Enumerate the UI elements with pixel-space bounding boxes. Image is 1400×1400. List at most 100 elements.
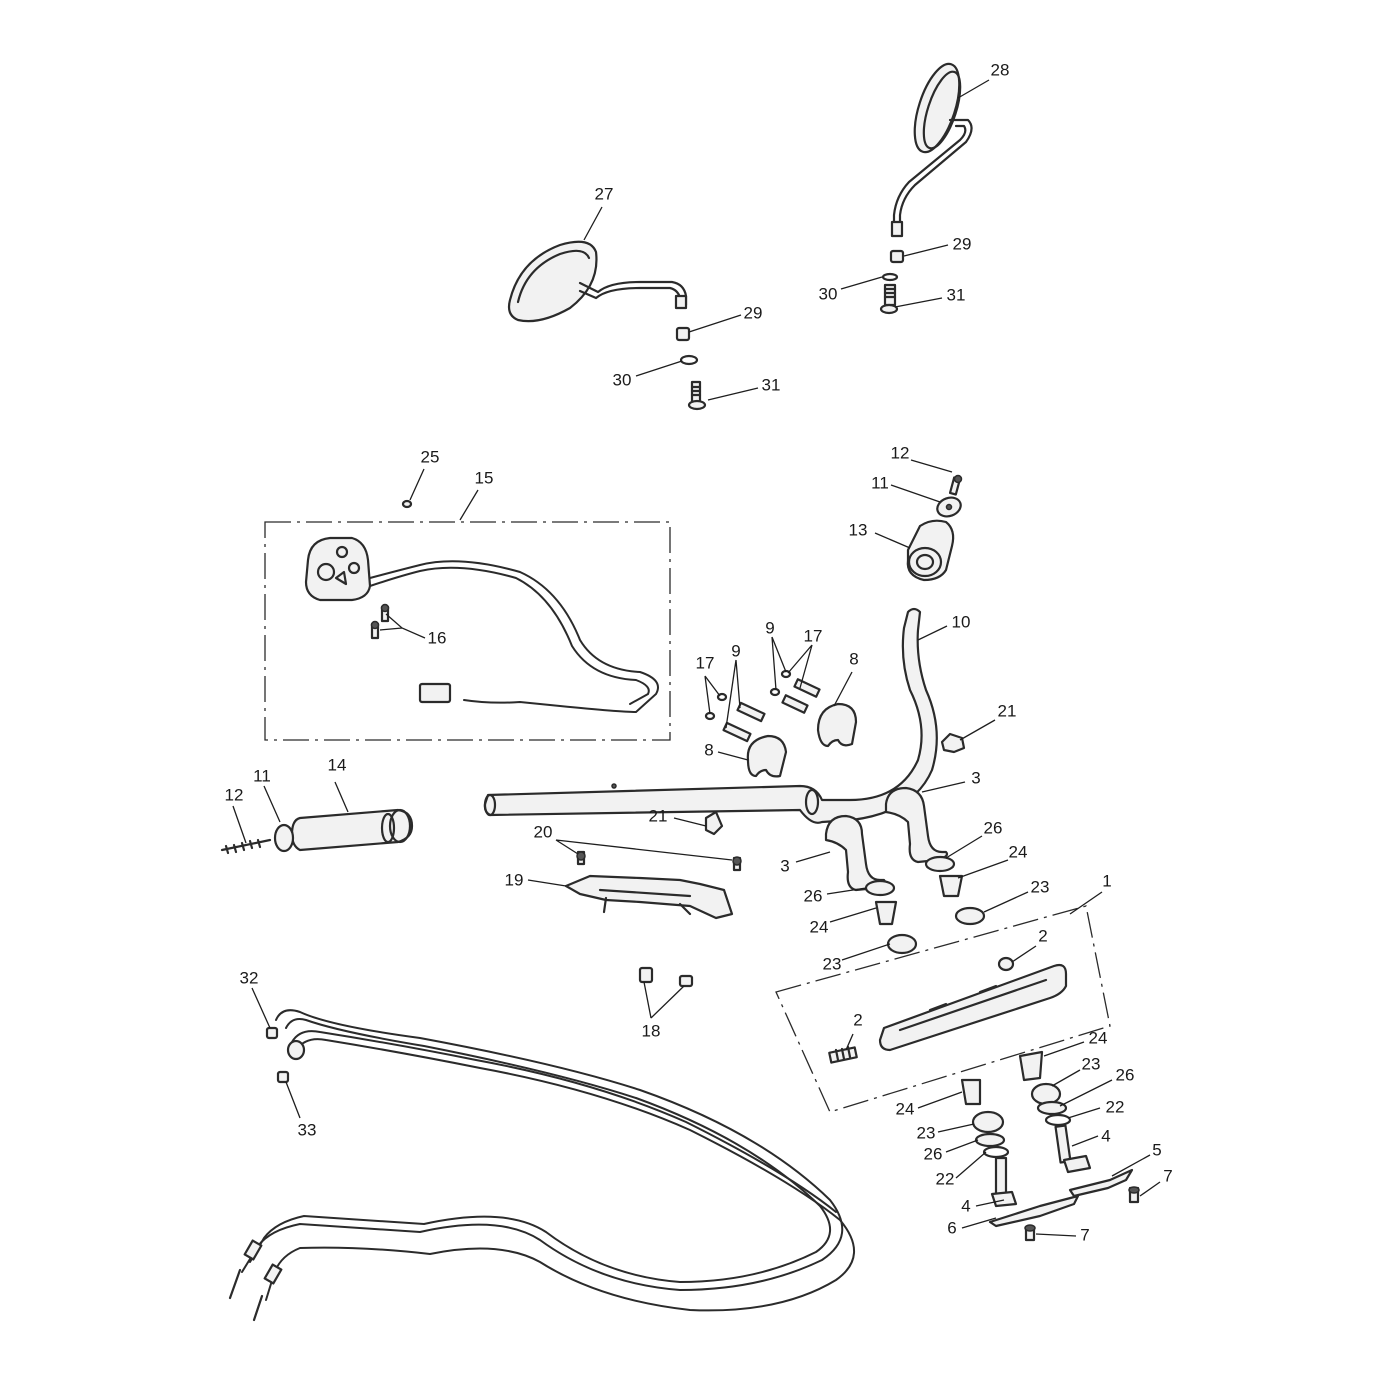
throttle-cables [228, 1009, 856, 1322]
callout-13: 13 [849, 520, 868, 539]
callout-15: 15 [475, 468, 494, 487]
washer-30-left [679, 354, 699, 366]
callout-3-right: 3 [971, 768, 980, 787]
callout-7-left: 7 [1080, 1225, 1089, 1244]
callout-30-left: 30 [613, 370, 632, 389]
callout-12-left: 12 [225, 785, 244, 804]
callout-6: 6 [947, 1218, 956, 1237]
clamp-8-left [746, 734, 788, 778]
clamp-assembly-frame [775, 905, 1111, 1113]
callout-33: 33 [298, 1120, 317, 1139]
clip-18-right [678, 974, 694, 988]
callout-20: 20 [534, 822, 553, 841]
bracket-19 [564, 874, 734, 920]
sleeve-24-upper-right [938, 874, 964, 898]
screw-12-right [948, 474, 963, 496]
callout-labels: 28 27 29 30 31 29 30 31 25 15 16 12 11 1… [225, 60, 1173, 1244]
bolt-31-left [687, 380, 707, 411]
bush-26-lower-right [1036, 1100, 1068, 1116]
callout-27: 27 [595, 184, 614, 203]
ferrule-32 [265, 1026, 279, 1040]
callout-4-right: 4 [1101, 1126, 1110, 1145]
sleeve-24-lower-left [960, 1078, 982, 1106]
bar-end-weight [906, 519, 955, 582]
callout-31-left: 31 [762, 375, 781, 394]
callout-28: 28 [991, 60, 1010, 79]
callout-26-lower-right: 26 [1116, 1065, 1135, 1084]
callout-30-right: 30 [819, 284, 838, 303]
callout-14: 14 [328, 755, 347, 774]
callout-31-right: 31 [947, 285, 966, 304]
leader-lines [232, 79, 1161, 1237]
nut-29-right [889, 249, 905, 264]
callout-21-left: 21 [649, 806, 668, 825]
bolt-2-right [997, 956, 1015, 972]
callout-24-upper-left: 24 [810, 917, 829, 936]
callout-8-right: 8 [849, 649, 858, 668]
clip-21-left [704, 810, 724, 836]
callout-16: 16 [428, 628, 447, 647]
bush-26-lower-left [974, 1132, 1006, 1148]
callout-21-right: 21 [998, 701, 1017, 720]
washer-11-right [936, 496, 962, 518]
bush-26-upper-right [924, 855, 956, 873]
callout-17-left: 17 [696, 653, 715, 672]
screw-12-left [220, 838, 272, 855]
screw-20-right [732, 856, 742, 872]
callout-19: 19 [505, 870, 524, 889]
screws-16 [370, 603, 390, 640]
callout-24-lower-right: 24 [1089, 1028, 1108, 1047]
screw-20-left [576, 850, 586, 866]
callout-4-left: 4 [961, 1196, 970, 1215]
bolt-2-left [828, 1045, 858, 1064]
bolt-4-left [990, 1156, 1018, 1208]
switch-assembly-frame [264, 521, 671, 741]
sleeve-24-upper-left [874, 900, 898, 926]
callout-17-right: 17 [804, 626, 823, 645]
callout-23-lower-right: 23 [1082, 1054, 1101, 1073]
bolt-4-right [1054, 1124, 1092, 1174]
callout-18: 18 [642, 1021, 661, 1040]
top-clamp [878, 963, 1068, 1052]
washer-22-lower-left [982, 1145, 1010, 1159]
callout-24-lower-left: 24 [896, 1099, 915, 1118]
rubber-23-lower-right [1030, 1082, 1062, 1106]
bush-26-upper-left [864, 879, 896, 897]
callout-9-right: 9 [765, 618, 774, 637]
screw-7-right [1128, 1186, 1140, 1204]
callout-29-right: 29 [953, 234, 972, 253]
washer-22-lower-right [1044, 1113, 1072, 1127]
rubber-23-upper-right [954, 906, 986, 926]
screw-7-left [1024, 1224, 1036, 1242]
callout-8-left: 8 [704, 740, 713, 759]
callout-1: 1 [1102, 871, 1111, 890]
callout-26-lower-left: 26 [924, 1144, 943, 1163]
callout-25: 25 [421, 447, 440, 466]
rubber-23-upper-left [886, 933, 918, 955]
callout-23-lower-left: 23 [917, 1123, 936, 1142]
callout-12-right: 12 [891, 443, 910, 462]
callout-11-left: 11 [253, 766, 271, 785]
switch-housing [304, 536, 659, 714]
grommet-25 [401, 499, 413, 509]
callout-23-upper-left: 23 [823, 954, 842, 973]
mirror-left [507, 240, 688, 323]
clip-18-left [638, 966, 654, 984]
callout-22-left: 22 [936, 1169, 955, 1188]
callout-22-right: 22 [1106, 1097, 1125, 1116]
riser-3-right [884, 786, 949, 864]
callout-9-left: 9 [731, 641, 740, 660]
callout-23-upper-right: 23 [1031, 877, 1050, 896]
washer-11-left [273, 823, 295, 853]
callout-24-upper-right: 24 [1009, 842, 1028, 861]
plate-6 [988, 1194, 1080, 1228]
callout-2-right: 2 [1038, 926, 1047, 945]
nut-29-left [675, 326, 691, 342]
clamp-8-right [816, 702, 858, 748]
grip-14 [290, 808, 414, 852]
callout-7-right: 7 [1163, 1166, 1172, 1185]
callout-5: 5 [1152, 1140, 1161, 1159]
callout-2-left: 2 [853, 1010, 862, 1029]
sleeve-24-lower-right [1018, 1050, 1044, 1082]
